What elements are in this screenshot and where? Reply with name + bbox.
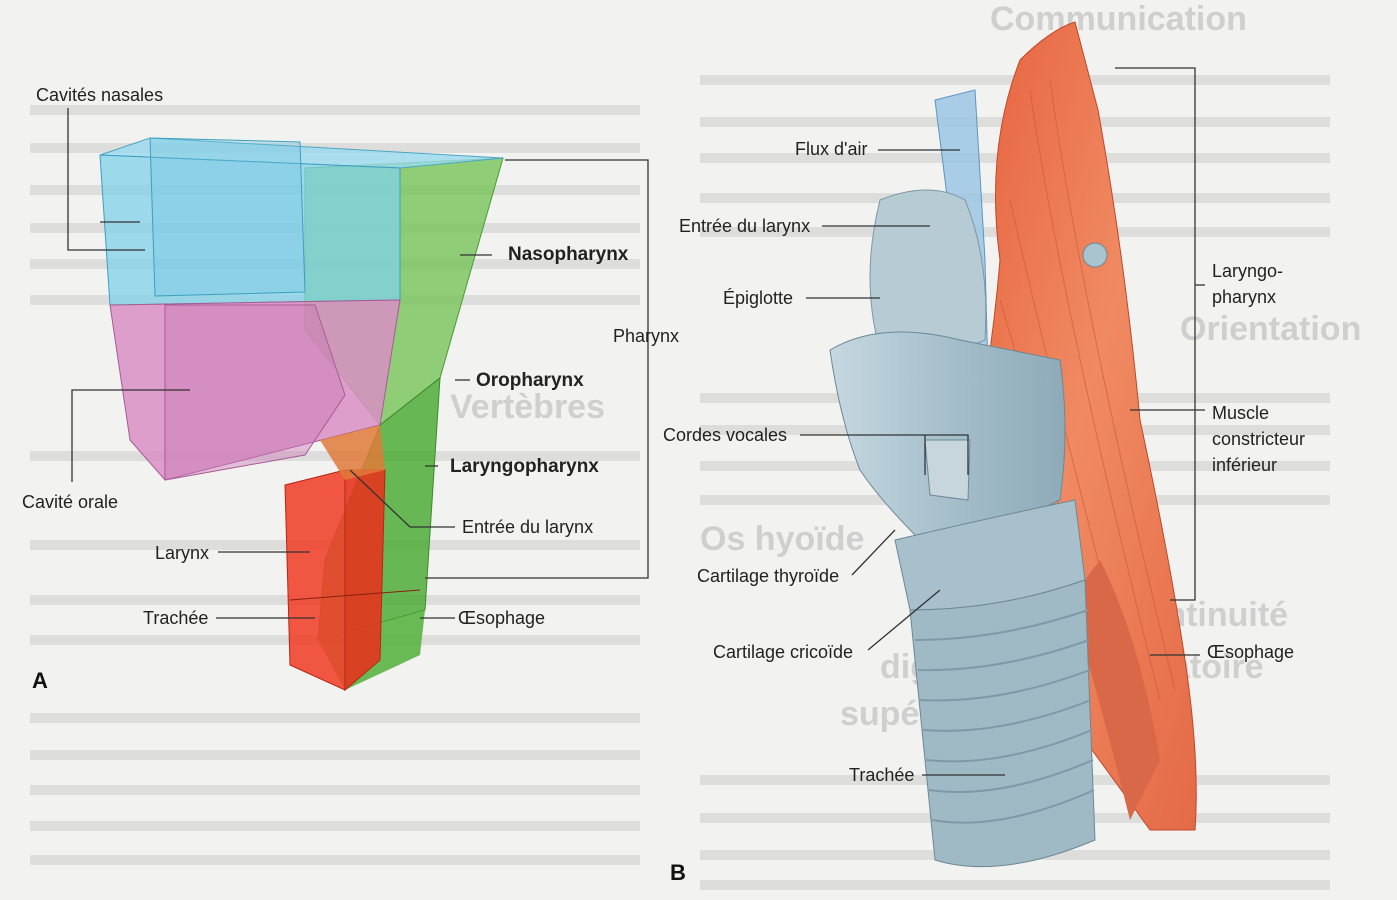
label-cartilage-thyroide: Cartilage thyroïde <box>697 566 839 587</box>
larynx-red-front <box>285 470 345 690</box>
label-laryngopharynx: Laryngopharynx <box>450 456 599 478</box>
larynx-red-side <box>345 470 385 690</box>
arytenoid <box>1083 243 1107 267</box>
label-trachee-b: Trachée <box>849 765 914 786</box>
label-cartilage-cricoide: Cartilage cricoïde <box>713 642 853 663</box>
label-larynx: Larynx <box>155 543 209 564</box>
label-cavites-nasales: Cavités nasales <box>36 85 163 106</box>
label-epiglotte: Épiglotte <box>723 288 793 309</box>
label-muscle-1: Muscle <box>1212 403 1269 424</box>
label-pharynx: Pharynx <box>613 326 679 347</box>
label-cordes-vocales: Cordes vocales <box>663 425 787 446</box>
label-trachee-a: Trachée <box>143 608 208 629</box>
panel-letter-b: B <box>670 860 686 886</box>
label-entree-larynx-b: Entrée du larynx <box>679 216 810 237</box>
label-laryngo-pharynx-2: pharynx <box>1212 287 1276 308</box>
label-cavite-orale: Cavité orale <box>22 492 118 513</box>
thyroid-cartilage <box>830 332 1065 540</box>
label-muscle-3: inférieur <box>1212 455 1277 476</box>
panel-letter-a: A <box>32 668 48 694</box>
epiglottis <box>870 190 986 353</box>
label-laryngo-pharynx-1: Laryngo- <box>1212 261 1283 282</box>
label-oesophage-b: Œsophage <box>1207 642 1294 663</box>
nasal-cavity-inner <box>150 138 305 296</box>
label-nasopharynx: Nasopharynx <box>508 244 628 266</box>
label-entree-larynx-a: Entrée du larynx <box>462 517 593 538</box>
label-muscle-2: constricteur <box>1212 429 1305 450</box>
vocal-cords <box>925 440 970 500</box>
label-oropharynx: Oropharynx <box>476 370 584 392</box>
label-oesophage-a: Œsophage <box>458 608 545 629</box>
panel-b-illustration <box>830 22 1196 867</box>
label-flux-air: Flux d'air <box>795 139 867 160</box>
trachea-rings <box>910 580 1095 867</box>
